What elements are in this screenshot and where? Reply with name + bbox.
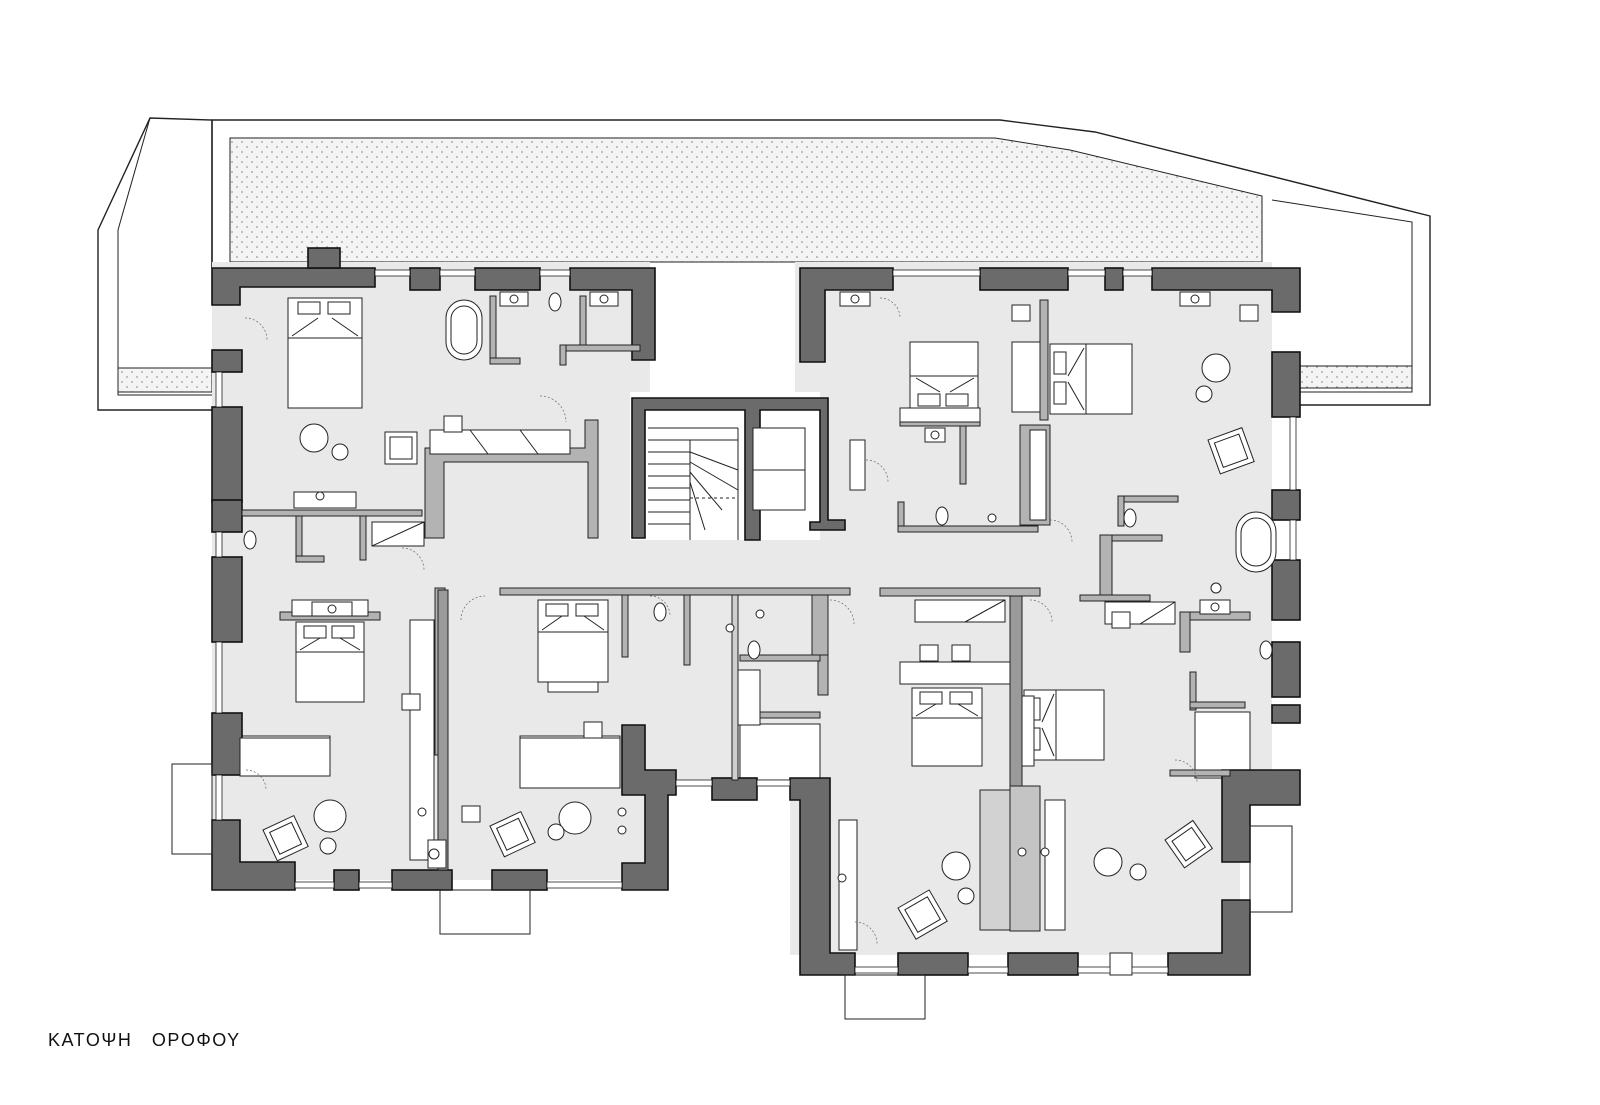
bed-7 [1023, 689, 1105, 761]
bed-6 [911, 687, 983, 767]
armchairs [262, 427, 1255, 940]
beds [287, 297, 1133, 767]
sanitary-fixtures [243, 291, 1273, 883]
bed-1 [287, 297, 363, 409]
stair-treads [648, 427, 739, 540]
staircase-core [631, 397, 846, 541]
bed-5 [537, 599, 609, 693]
bed-2 [909, 341, 1041, 413]
bathtubs [445, 299, 1277, 573]
plan-title: ΚΑΤΟΨΗ ΟΡΟΦΟΥ [48, 1030, 241, 1050]
round-tables [299, 353, 1231, 905]
terrace [97, 117, 1431, 411]
balconies [171, 763, 1293, 1020]
exterior-walls [211, 247, 1301, 976]
stools [401, 304, 1259, 823]
bed-4 [295, 621, 365, 703]
bed-3 [1049, 343, 1133, 415]
windows [215, 269, 1297, 974]
door-swings [244, 297, 1198, 945]
